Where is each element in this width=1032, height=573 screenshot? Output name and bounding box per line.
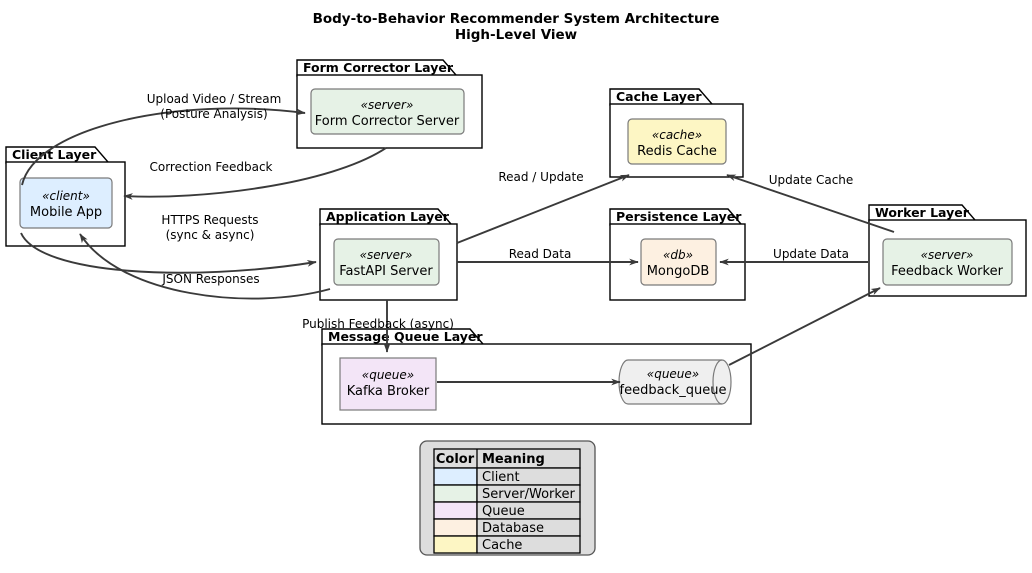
legend-label-server-worker: Server/Worker	[482, 487, 575, 502]
edge-correction-feedback: Correction Feedback	[123, 147, 387, 200]
edge-queue-to-worker	[728, 287, 881, 366]
package-title-cache-layer: Cache Layer	[616, 89, 702, 104]
diagram-title-line2: High-Level View	[455, 27, 577, 43]
node-stereotype-redis-cache: «cache»	[652, 128, 702, 142]
node-stereotype-form-corrector-server: «server»	[361, 98, 414, 112]
package-title-client-layer: Client Layer	[12, 147, 97, 162]
package-title-worker-layer: Worker Layer	[875, 205, 970, 220]
edge-label-upload-video-line1: Upload Video / Stream	[147, 92, 282, 106]
legend-swatch-queue	[433, 501, 478, 520]
edge-label-https-requests-line2: (sync & async)	[166, 228, 255, 242]
node-label-fastapi-server: FastAPI Server	[339, 264, 433, 279]
edge-read-update: Read / Update	[456, 170, 630, 244]
legend-row-cache: Cache	[433, 535, 581, 554]
node-feedback-worker[interactable]: «server» Feedback Worker	[882, 238, 1013, 286]
node-stereotype-kafka-broker: «queue»	[362, 368, 414, 382]
node-feedback-queue[interactable]: «queue» feedback_queue	[618, 359, 732, 405]
edge-label-update-data: Update Data	[773, 247, 849, 261]
node-stereotype-feedback-worker: «server»	[921, 248, 974, 262]
legend-row-server-worker: Server/Worker	[433, 484, 581, 503]
node-label-form-corrector-server: Form Corrector Server	[315, 114, 460, 129]
node-form-corrector-server[interactable]: «server» Form Corrector Server	[310, 88, 465, 135]
node-stereotype-mongodb: «db»	[663, 248, 693, 262]
node-label-mongodb: MongoDB	[647, 264, 710, 279]
node-label-feedback-worker: Feedback Worker	[891, 264, 1003, 279]
edge-label-json-responses: JSON Responses	[161, 272, 259, 286]
node-mobile-app[interactable]: «client» Mobile App	[19, 177, 113, 229]
edge-label-correction-feedback: Correction Feedback	[149, 160, 272, 174]
package-persistence-layer[interactable]: Persistence Layer «db» MongoDB	[609, 208, 746, 301]
package-title-application-layer: Application Layer	[326, 209, 450, 224]
legend-row-queue: Queue	[433, 501, 581, 520]
legend-row-database: Database	[433, 518, 581, 537]
legend-label-queue: Queue	[482, 504, 525, 519]
diagram-title-line1: Body-to-Behavior Recommender System Arch…	[313, 11, 720, 27]
legend-swatch-database	[433, 518, 478, 537]
edge-label-upload-video-line2: (Posture Analysis)	[160, 107, 267, 121]
edge-update-data: Update Data	[719, 247, 868, 266]
node-kafka-broker[interactable]: «queue» Kafka Broker	[339, 357, 437, 411]
node-label-feedback-queue: feedback_queue	[620, 383, 727, 398]
edge-label-read-data: Read Data	[509, 247, 572, 261]
package-title-message-queue-layer: Message Queue Layer	[328, 329, 483, 344]
edge-upload-video: Upload Video / Stream (Posture Analysis)	[21, 92, 306, 186]
node-redis-cache[interactable]: «cache» Redis Cache	[627, 118, 727, 165]
legend-header-meaning: Meaning	[482, 452, 545, 467]
edge-label-update-cache: Update Cache	[769, 173, 854, 187]
edge-label-https-requests-line1: HTTPS Requests	[161, 213, 258, 227]
legend-swatch-server-worker	[433, 484, 478, 503]
package-title-form-corrector-layer: Form Corrector Layer	[303, 60, 454, 75]
legend-label-database: Database	[482, 521, 544, 536]
edge-update-cache: Update Cache	[726, 173, 895, 233]
edge-https-requests: HTTPS Requests (sync & async)	[20, 213, 317, 274]
legend: Color Meaning Client Server/Worker Queue…	[419, 440, 596, 556]
edge-json-responses: JSON Responses	[79, 233, 331, 300]
node-mongodb[interactable]: «db» MongoDB	[640, 238, 717, 286]
package-title-persistence-layer: Persistence Layer	[616, 209, 742, 224]
legend-swatch-cache	[433, 535, 478, 554]
package-application-layer[interactable]: Application Layer «server» FastAPI Serve…	[319, 208, 458, 301]
node-stereotype-feedback-queue: «queue»	[647, 367, 699, 381]
node-label-mobile-app: Mobile App	[30, 205, 102, 220]
node-label-kafka-broker: Kafka Broker	[347, 384, 430, 399]
package-message-queue-layer[interactable]: Message Queue Layer «queue» Kafka Broker…	[321, 328, 752, 425]
package-cache-layer[interactable]: Cache Layer «cache» Redis Cache	[609, 88, 744, 178]
package-form-corrector-layer[interactable]: Form Corrector Layer «server» Form Corre…	[296, 59, 483, 149]
edge-label-read-update: Read / Update	[498, 170, 583, 184]
node-stereotype-fastapi-server: «server»	[360, 248, 413, 262]
legend-header-color: Color	[436, 452, 475, 467]
legend-swatch-client	[433, 467, 478, 486]
node-label-redis-cache: Redis Cache	[637, 144, 717, 159]
package-client-layer[interactable]: Client Layer «client» Mobile App	[5, 146, 126, 247]
edge-read-data: Read Data	[457, 247, 639, 266]
edge-label-publish-feedback: Publish Feedback (async)	[302, 317, 454, 331]
legend-row-client: Client	[433, 467, 581, 486]
node-fastapi-server[interactable]: «server» FastAPI Server	[333, 238, 440, 286]
legend-label-cache: Cache	[482, 538, 522, 553]
node-stereotype-mobile-app: «client»	[42, 189, 90, 203]
package-worker-layer[interactable]: Worker Layer «server» Feedback Worker	[868, 204, 1027, 297]
legend-label-client: Client	[482, 470, 520, 485]
edge-publish-feedback: Publish Feedback (async)	[302, 300, 454, 353]
